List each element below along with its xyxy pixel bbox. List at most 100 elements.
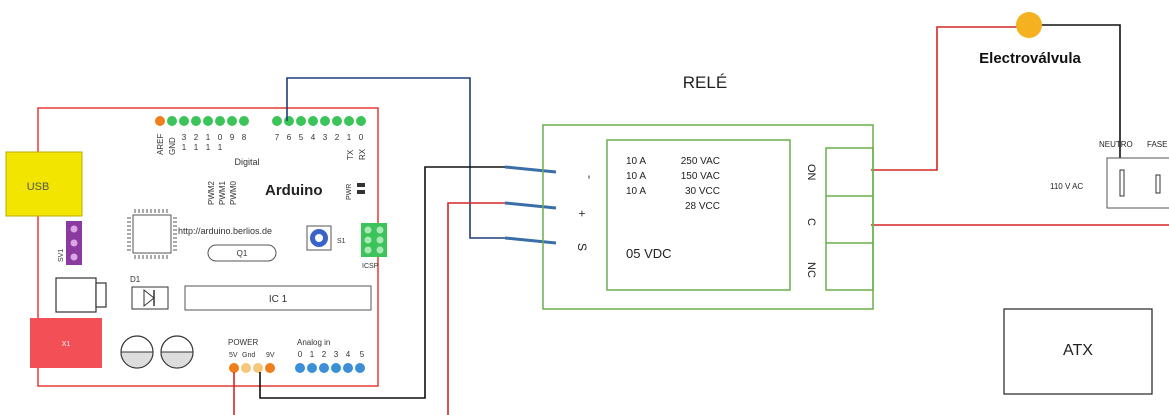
relay-input-terminals xyxy=(504,165,557,245)
power-outlet: NEUTRO FASE 110 V AC xyxy=(1050,140,1169,209)
outlet-slot xyxy=(1119,169,1125,197)
terminal-plus xyxy=(504,201,557,210)
terminal-minus xyxy=(504,165,557,174)
pin-label: 1 xyxy=(347,133,352,142)
relay-input-label: + xyxy=(575,210,589,217)
power-label: POWER xyxy=(228,338,258,347)
digital-header xyxy=(155,116,366,126)
sv1-label: SV1 xyxy=(58,249,65,262)
voltage-regulator xyxy=(55,277,107,313)
icsp-label: ICSP xyxy=(362,263,379,270)
digital-pin xyxy=(239,116,249,126)
relay-input-label: S xyxy=(575,243,589,251)
relay-outline xyxy=(542,124,874,310)
rating-volt: 28 VCC xyxy=(685,201,720,212)
rating-amp: 10 A xyxy=(626,156,646,167)
analog-pin-label: 2 xyxy=(322,350,327,359)
digital-pin xyxy=(227,116,237,126)
icsp-header xyxy=(361,223,387,257)
pwm-label: PWM0 xyxy=(229,180,238,205)
signal-wire xyxy=(286,77,510,239)
d1-label: D1 xyxy=(130,275,141,284)
x1-label: X1 xyxy=(62,341,71,348)
digital-pin xyxy=(344,116,354,126)
ac-wire-on xyxy=(871,26,1018,171)
pin-label: 8 xyxy=(242,133,247,142)
pin-label: 9 xyxy=(230,133,235,142)
coil-voltage: 05 VDC xyxy=(626,246,672,261)
pin-label: 2 xyxy=(335,133,340,142)
digital-pin xyxy=(179,116,189,126)
5v-wire-relay xyxy=(447,202,510,415)
pwm-labels: PWM2 PWM1 PWM0 xyxy=(207,180,238,205)
digital-pin xyxy=(215,116,225,126)
usb-connector xyxy=(5,151,83,217)
analog-pin-label: 5 xyxy=(360,350,365,359)
rating-volt: 150 VAC xyxy=(681,171,720,182)
digital-pin xyxy=(272,116,282,126)
pwr-led xyxy=(357,183,365,187)
pin-label-tens: 1 xyxy=(182,143,187,152)
rating-volt: 250 VAC xyxy=(681,156,720,167)
atx-label: ATX xyxy=(1063,342,1093,359)
diode-d1 xyxy=(131,286,169,310)
relay-output-label: C xyxy=(805,218,817,226)
relay-output-label: NC xyxy=(805,262,817,278)
supply-label: 110 V AC xyxy=(1050,182,1083,191)
reset-button xyxy=(306,225,332,251)
pin-label: 5 xyxy=(299,133,304,142)
pwm-label: PWM1 xyxy=(218,180,227,205)
pin-label: 0 xyxy=(218,133,223,142)
analog-pin-label: 4 xyxy=(346,350,351,359)
lamp-icon xyxy=(1016,12,1042,38)
pin-label: 6 xyxy=(287,133,292,142)
tx-label: TX xyxy=(346,149,355,160)
power-pin-label: Gnd xyxy=(242,352,255,359)
outlet-slot xyxy=(1155,174,1161,194)
arduino-name: Arduino xyxy=(265,182,323,199)
pin-label: 4 xyxy=(311,133,316,142)
pin-label: 3 xyxy=(323,133,328,142)
pwr-led xyxy=(357,190,365,194)
digital-pin xyxy=(284,116,294,126)
pin-label-tens: 1 xyxy=(194,143,199,152)
fase-label: FASE xyxy=(1147,140,1167,149)
pin-label: 7 xyxy=(275,133,280,142)
pin-label: 3 xyxy=(182,133,187,142)
analog-pin-label: 0 xyxy=(298,350,303,359)
rating-volt: 30 VCC xyxy=(685,186,720,197)
pin-label-tens: 1 xyxy=(206,143,211,152)
arduino-board: USB AREF GND 3 2 1 0 xyxy=(5,107,387,387)
power-header xyxy=(229,363,275,373)
neutro-label: NEUTRO xyxy=(1099,140,1133,149)
digital-pin xyxy=(332,116,342,126)
sv1-header xyxy=(66,221,82,265)
digital-pin xyxy=(191,116,201,126)
atx-power-supply xyxy=(1003,308,1153,395)
pin-label: 0 xyxy=(359,133,364,142)
digital-pin xyxy=(308,116,318,126)
pin-label-tens: 1 xyxy=(218,143,223,152)
power-pin-label: 9V xyxy=(266,352,275,359)
gnd-pin xyxy=(167,116,177,126)
valve-label: Electroválvula xyxy=(979,50,1081,67)
usb-label: USB xyxy=(27,181,50,193)
analog-label: Analog in xyxy=(297,338,330,347)
digital-pin xyxy=(203,116,213,126)
microcontroller-chip xyxy=(127,209,177,259)
capacitor xyxy=(120,335,154,369)
ic1-chip xyxy=(184,285,372,311)
power-jack xyxy=(30,318,102,368)
relay-output-block xyxy=(825,147,874,291)
aref-pin xyxy=(155,116,165,126)
digital-pin xyxy=(296,116,306,126)
pwr-label: PWR xyxy=(346,184,353,200)
capacitor xyxy=(160,335,194,369)
pin-labels: AREF GND 3 2 1 0 9 8 7 6 5 4 3 2 1 0 1 1… xyxy=(156,133,367,160)
q1-label: Q1 xyxy=(237,249,248,258)
rx-label: RX xyxy=(358,148,367,160)
pin-label: 2 xyxy=(194,133,199,142)
s1-label: S1 xyxy=(337,238,346,245)
rating-amp: 10 A xyxy=(626,171,646,182)
